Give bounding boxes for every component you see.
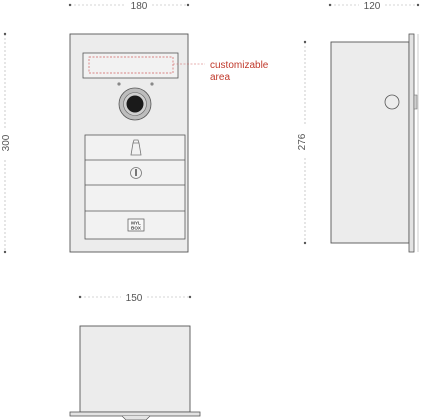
side-height-dimension: 276 bbox=[297, 40, 308, 245]
side-height-label: 276 bbox=[297, 133, 308, 150]
key-slot-icon bbox=[135, 169, 137, 176]
nameplate-frame bbox=[82, 52, 179, 79]
side-body bbox=[330, 41, 410, 244]
dim-end-left bbox=[68, 3, 72, 7]
front-plate-edge bbox=[69, 411, 201, 417]
customizable-area-outline bbox=[88, 56, 174, 74]
mylbox-logo bbox=[127, 218, 145, 232]
camera-protrusion bbox=[413, 94, 418, 110]
top-body bbox=[79, 325, 191, 413]
key-lock-icon bbox=[130, 167, 142, 179]
dim-end-left bbox=[78, 295, 82, 299]
dim-end-top bbox=[3, 32, 7, 36]
front-view: MYL BOX bbox=[69, 33, 205, 253]
side-knob-icon bbox=[384, 94, 400, 110]
bell-icon bbox=[130, 139, 142, 156]
front-width-dimension: 180 bbox=[68, 1, 190, 12]
side-depth-label: 120 bbox=[364, 1, 381, 12]
dim-end-right bbox=[188, 295, 192, 299]
annotation-line2: area bbox=[210, 72, 230, 83]
dim-end-right bbox=[416, 3, 420, 7]
dim-end-bottom bbox=[3, 250, 7, 254]
top-width-dimension: 150 bbox=[78, 293, 192, 304]
camera-lens-icon bbox=[126, 95, 144, 113]
top-view bbox=[69, 325, 201, 420]
dim-end-left bbox=[328, 3, 332, 7]
annotation-line1: customizable bbox=[210, 60, 269, 71]
logo-line2: BOX bbox=[131, 226, 142, 231]
led-right-icon bbox=[150, 82, 154, 86]
front-height-label: 300 bbox=[1, 134, 12, 151]
front-height-dimension: 300 bbox=[1, 32, 12, 254]
front-plate-profile bbox=[408, 33, 415, 253]
side-view bbox=[330, 33, 419, 253]
led-left-icon bbox=[117, 82, 121, 86]
camera-protrusion-top bbox=[121, 415, 151, 420]
dim-end-top bbox=[303, 40, 307, 44]
dim-end-right bbox=[186, 3, 190, 7]
top-width-label: 150 bbox=[126, 293, 143, 304]
side-depth-dimension: 120 bbox=[328, 1, 420, 12]
logo-line1: MYL bbox=[131, 221, 141, 226]
dim-end-bottom bbox=[303, 241, 307, 245]
front-width-label: 180 bbox=[131, 1, 148, 12]
